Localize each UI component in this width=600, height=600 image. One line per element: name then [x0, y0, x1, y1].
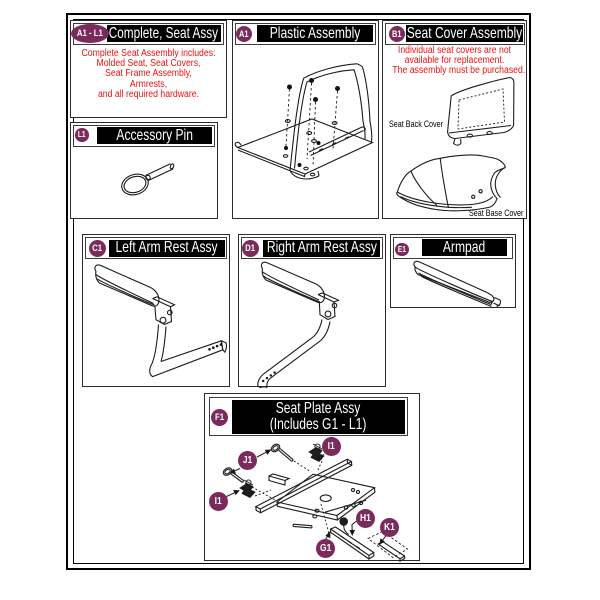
note-line: Complete Seat Assembly includes:: [81, 47, 215, 59]
callout-g1: G1: [316, 539, 336, 559]
panel-title: Accessory Pin: [115, 127, 193, 144]
panel-plastic-assembly: Plastic Assembly A1: [231, 19, 380, 220]
title-box-rightarm: Right Arm Rest Assy: [241, 237, 383, 259]
label-text: Seat Back Cover: [389, 118, 444, 129]
panel-seat-cover-assembly: Seat Cover Assembly B1 Individual seat c…: [382, 19, 528, 220]
callout-j1: J1: [238, 451, 257, 471]
panel-left-arm-rest: Left Arm Rest Assy C1: [82, 234, 230, 387]
badge-label: D1: [245, 242, 256, 254]
title-bar-seatplate: Seat Plate Assy (Includes G1 - L1): [231, 399, 405, 434]
seat-plate-drawing: [205, 394, 421, 562]
callout-h1: H1: [355, 509, 375, 528]
note-line: Individual seat covers are not: [397, 44, 512, 56]
badge-label: A1 - L1: [77, 27, 103, 39]
note-line: and all required hardware.: [97, 89, 199, 101]
callout-label: G1: [320, 543, 332, 555]
panel-title-line1: Seat Plate Assy: [275, 399, 361, 417]
callout-k1: K1: [380, 518, 400, 537]
right-arm-rest-drawing: [239, 235, 387, 388]
title-bar-cover: Seat Cover Assembly: [405, 25, 523, 42]
badge-e1: E1: [395, 242, 409, 256]
left-arm-rest-drawing: [83, 235, 231, 388]
badge-label: A1: [238, 29, 249, 39]
callout-label: K1: [384, 522, 396, 533]
title-box-pin: Accessory Pin: [72, 124, 215, 147]
panel-title-line2: (Includes G1 - L1): [269, 415, 367, 433]
badge-a1-l1: A1 - L1: [71, 23, 109, 43]
title-box-cover: Seat Cover Assembly: [384, 22, 525, 45]
title-bar-complete: Complete, Seat Assy: [106, 25, 221, 42]
badge-label: F1: [215, 411, 225, 423]
badge-label: L1: [78, 130, 86, 140]
callout-i1-left: I1: [208, 492, 228, 512]
title-box-complete: Complete, Seat Assy: [72, 22, 224, 45]
title-bar-plastic: Plastic Assembly: [256, 25, 373, 42]
panel-title: Seat Cover Assembly: [406, 25, 522, 42]
badge-b1: B1: [388, 26, 405, 42]
label-text: Seat Base Cover: [469, 207, 524, 218]
note-line: Seat Frame Assembly,: [104, 68, 192, 80]
panel-title: Plastic Assembly: [269, 25, 361, 42]
label-seat-back-cover: Seat Back Cover: [389, 118, 457, 129]
armpad-drawing: [391, 235, 517, 309]
title-box-armpad: Armpad: [392, 236, 513, 259]
badge-d1: D1: [242, 239, 259, 257]
title-box-seatplate: Seat Plate Assy (Includes G1 - L1): [209, 397, 408, 436]
accessory-pin-drawing: [71, 123, 219, 220]
panel-accessory-pin: Accessory Pin L1: [69, 121, 219, 220]
panel-complete-seat-assy: Complete, Seat Assy A1 - L1 Complete Sea…: [69, 19, 227, 118]
panel-title: Right Arm Rest Assy: [266, 239, 377, 256]
title-bar-leftarm: Left Arm Rest Assy: [109, 239, 225, 257]
badge-a1: A1: [235, 26, 252, 42]
note-line: Molded Seat, Seat Covers,: [96, 57, 200, 69]
seat-cover-drawing: [383, 21, 528, 220]
badge-f1: F1: [211, 408, 229, 426]
note-complete: Complete Seat Assembly includes: Molded …: [71, 47, 226, 101]
note-line: The assembly must be purchased.: [392, 65, 526, 77]
title-bar-pin: Accessory Pin: [96, 127, 212, 144]
panel-title: Complete, Seat Assy: [109, 25, 219, 42]
label-seat-base-cover: Seat Base Cover: [469, 207, 537, 218]
note-line: Armrests,: [129, 78, 167, 90]
title-box-plastic: Plastic Assembly: [234, 22, 376, 45]
title-box-leftarm: Left Arm Rest Assy: [85, 237, 227, 259]
callout-label: I1: [327, 440, 335, 452]
badge-c1: C1: [89, 240, 106, 258]
badge-label: B1: [391, 29, 402, 39]
callout-i1-top: I1: [321, 436, 341, 456]
title-bar-rightarm: Right Arm Rest Assy: [263, 239, 380, 257]
page-border-outer: [66, 13, 531, 570]
title-bar-armpad: Armpad: [421, 239, 507, 256]
badge-label: E1: [397, 244, 406, 254]
badge-l1: L1: [75, 128, 89, 142]
callout-label: J1: [242, 455, 253, 467]
callout-label: H1: [359, 513, 371, 524]
badge-label: C1: [92, 243, 103, 255]
panel-armpad: Armpad E1: [389, 233, 517, 309]
panel-seat-plate-assy: Seat Plate Assy (Includes G1 - L1) F1: [204, 393, 420, 561]
note-line: available for replacement.: [404, 54, 505, 66]
panel-title: Left Arm Rest Assy: [115, 239, 218, 256]
plastic-assembly-drawing: [233, 21, 380, 220]
panel-title: Armpad: [442, 239, 486, 256]
note-cover: Individual seat covers are not available…: [383, 44, 526, 77]
panel-right-arm-rest: Right Arm Rest Assy D1: [238, 234, 386, 387]
callout-label: I1: [214, 496, 222, 508]
